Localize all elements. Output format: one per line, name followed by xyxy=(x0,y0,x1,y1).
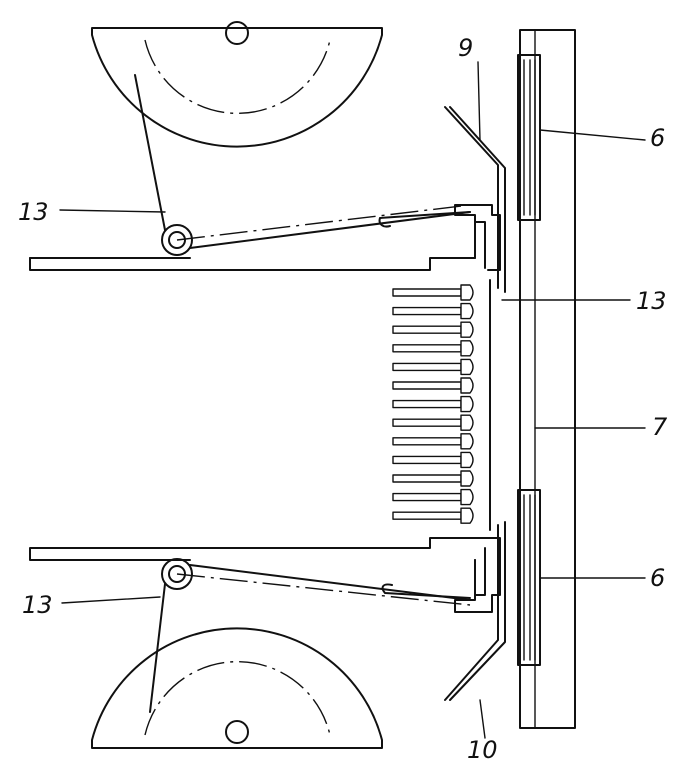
contact-pin xyxy=(392,284,474,301)
label-7: 7 xyxy=(652,413,668,441)
leader-lines xyxy=(59,61,646,739)
roller-segment-bottom xyxy=(91,627,383,749)
contact-pin xyxy=(392,507,474,524)
label-6-top: 6 xyxy=(650,124,665,152)
tension-roller-top xyxy=(134,74,471,256)
contact-pin xyxy=(392,470,474,487)
deflector-10 xyxy=(444,521,506,701)
contact-strip-top xyxy=(517,54,541,221)
contact-strip-bottom xyxy=(517,489,541,666)
contact-pins xyxy=(392,279,491,531)
guide-rail-bottom xyxy=(29,537,501,613)
contact-pin xyxy=(392,451,474,469)
contact-pin xyxy=(392,377,474,394)
roller-segment-top xyxy=(91,21,383,148)
contact-pin xyxy=(392,433,474,450)
label-13-lower-left: 13 xyxy=(22,591,53,619)
contact-pin xyxy=(392,488,474,506)
contact-pin xyxy=(392,340,474,357)
contact-pin xyxy=(392,302,474,320)
label-13-right: 13 xyxy=(636,287,667,315)
deflector-9 xyxy=(444,106,506,293)
label-6-bottom: 6 xyxy=(650,564,665,592)
contact-pin xyxy=(392,414,474,431)
contact-pin xyxy=(392,395,474,413)
contact-pin xyxy=(392,321,474,338)
contact-pin xyxy=(392,358,474,376)
label-10: 10 xyxy=(467,736,498,764)
guide-rail-top xyxy=(29,204,501,271)
label-13-upper-left: 13 xyxy=(18,198,49,226)
plate-7 xyxy=(519,29,576,729)
tension-roller-bottom xyxy=(149,558,471,713)
label-9: 9 xyxy=(458,34,473,62)
